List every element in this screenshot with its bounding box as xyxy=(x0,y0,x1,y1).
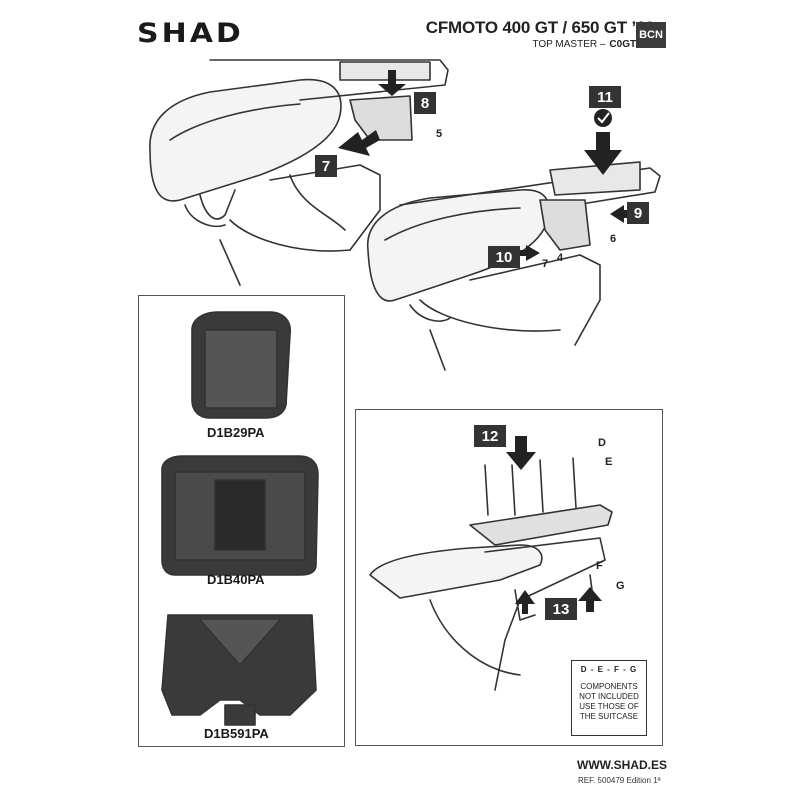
model-title: CFMOTO 400 GT / 650 GT ’19- xyxy=(425,18,660,37)
arrow-up-icon xyxy=(515,590,535,614)
rack-plate-illustration xyxy=(369,457,613,691)
bike-rear-illustration-2 xyxy=(366,161,661,371)
product-line: TOP MASTER –C0GT44ST xyxy=(426,39,660,50)
header-info: CFMOTO 400 GT / 650 GT ’19- TOP MASTER –… xyxy=(426,18,660,50)
arrow-step-12-icon xyxy=(506,436,536,470)
note-line-3: USE THOSE OF xyxy=(579,702,639,711)
part-g-label: G xyxy=(616,580,625,592)
shad-logo: SHAD xyxy=(137,17,244,50)
arrow-step-11-icon xyxy=(584,132,622,175)
plate-d1b591pa-drawing xyxy=(161,614,317,726)
note-line-4: THE SUITCASE xyxy=(579,712,639,721)
plate-label-d1b40pa: D1B40PA xyxy=(207,572,265,587)
part-4-label: 4 xyxy=(557,252,564,264)
plate-label-d1b29pa: D1B29PA xyxy=(207,425,265,440)
reference-number: REF. 500479 Edition 1ª xyxy=(578,776,661,785)
product-code: C0GT44ST xyxy=(609,39,660,50)
website-url: WWW.SHAD.ES xyxy=(577,758,667,772)
plate-mounting-panel xyxy=(355,409,663,746)
region-badge: BCN xyxy=(636,22,666,48)
step-9-tag: 9 xyxy=(627,202,649,224)
part-e-label: E xyxy=(605,456,613,468)
note-line-1: COMPONENTS xyxy=(580,682,638,691)
arrow-step-7-icon xyxy=(338,130,380,156)
plate-d1b40pa-drawing xyxy=(161,455,319,576)
arrow-step-13-icon xyxy=(578,587,602,612)
arrow-step-9-icon xyxy=(610,205,632,223)
step-7-tag: 7 xyxy=(315,155,337,177)
check-circle-icon xyxy=(594,109,612,127)
step-13-tag: 13 xyxy=(545,598,577,620)
plate-d1b29pa-drawing xyxy=(191,311,292,419)
step-10-tag: 10 xyxy=(488,246,520,268)
step-12-tag: 12 xyxy=(474,425,506,447)
product-line-text: TOP MASTER – xyxy=(532,39,606,50)
note-parts: D - E - F - G xyxy=(580,665,638,674)
note-line-2: NOT INCLUDED xyxy=(579,692,639,701)
arrow-step-8-icon xyxy=(378,70,406,96)
part-7-label: 7 xyxy=(542,258,549,270)
part-d-label: D xyxy=(598,437,606,449)
step-11-tag: 11 xyxy=(589,86,621,108)
base-plates-panel xyxy=(138,295,345,747)
part-f-label: F xyxy=(596,560,603,572)
part-6-label: 6 xyxy=(610,233,617,245)
components-note: D - E - F - G COMPONENTS NOT INCLUDED US… xyxy=(571,660,647,736)
step-8-tag: 8 xyxy=(414,92,436,114)
plate-label-d1b591pa: D1B591PA xyxy=(204,726,269,741)
bike-rear-illustration-1 xyxy=(149,59,449,286)
part-5-label: 5 xyxy=(436,128,443,140)
arrow-step-10-icon xyxy=(516,245,540,261)
